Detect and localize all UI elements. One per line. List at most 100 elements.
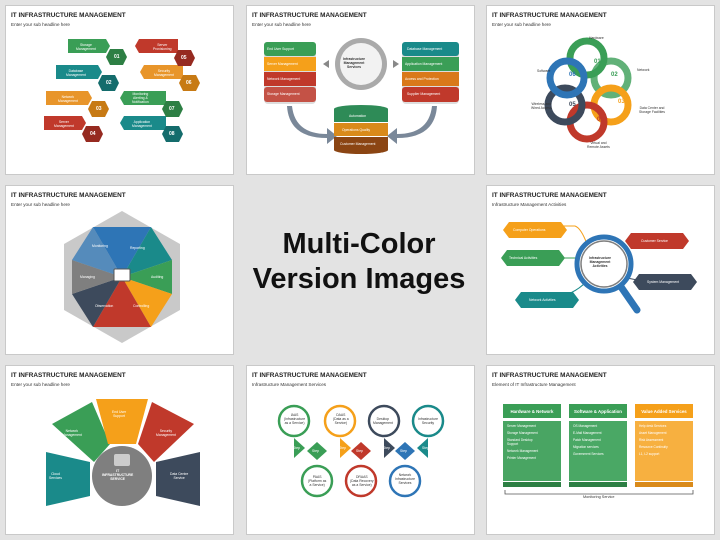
center-label: IT INFRASTRUCTURE SERVICE bbox=[102, 469, 134, 482]
step-label: Step bbox=[400, 449, 407, 453]
slide-5[interactable]: IT INFRASTRUCTURE MANAGEMENT Infrastruct… bbox=[486, 185, 715, 355]
item-num: 02 bbox=[106, 80, 112, 86]
slide-subtitle: Enter your sub headline here bbox=[11, 202, 70, 207]
steps-graphic bbox=[277, 404, 445, 498]
activity-item: Technical Activities bbox=[509, 256, 538, 260]
top-step: Infrastructure Security bbox=[418, 417, 438, 426]
ring-num: 02 bbox=[611, 72, 618, 78]
ring-label: Data Center and Storage Facilities bbox=[639, 106, 666, 115]
item-num: 04 bbox=[90, 131, 96, 137]
slide-title: IT INFRASTRUCTURE MANAGEMENT bbox=[11, 192, 126, 199]
ring-label: Software bbox=[537, 69, 551, 73]
column-item: Migration services bbox=[573, 445, 599, 449]
column-item: Printer Management bbox=[507, 456, 536, 460]
column-item: Standard Desktop Support bbox=[507, 438, 533, 446]
ring-num: 05 bbox=[569, 102, 576, 108]
column-body: Server Management Storage Management Sta… bbox=[503, 421, 561, 481]
item-num: 01 bbox=[114, 54, 120, 60]
column-item: L1, L2 support bbox=[639, 452, 660, 456]
item-label: Server Provisioning bbox=[153, 43, 172, 52]
bottom-step: DRAAS (Data Recovery as a Service) bbox=[350, 475, 374, 488]
left-item: Server Management bbox=[267, 62, 298, 66]
segment-label: Auditing bbox=[151, 275, 164, 279]
column-body: Help desk Services Asset Management Risk… bbox=[635, 421, 693, 481]
right-item: Access and Protection bbox=[405, 77, 439, 81]
slide-3[interactable]: IT INFRASTRUCTURE MANAGEMENT Enter your … bbox=[486, 5, 715, 175]
center-heading-line1: Multi-Color bbox=[282, 228, 436, 260]
center-label: Infrastructure Management Services bbox=[343, 57, 366, 70]
service-item: Data Centre Service bbox=[170, 472, 189, 481]
slide-1[interactable]: IT INFRASTRUCTURE MANAGEMENT Enter your … bbox=[5, 5, 234, 175]
slide-8[interactable]: IT INFRASTRUCTURE MANAGEMENT Element of … bbox=[486, 365, 715, 535]
column-header: Software & Application bbox=[569, 404, 627, 418]
item-num: 08 bbox=[169, 131, 175, 137]
column-item: E-Mail Management bbox=[573, 431, 602, 435]
column-item: Server Management bbox=[507, 424, 536, 428]
slide-6[interactable]: IT INFRASTRUCTURE MANAGEMENT Enter your … bbox=[5, 365, 234, 535]
slide-7[interactable]: IT INFRASTRUCTURE MANAGEMENT Infrastruct… bbox=[246, 365, 475, 535]
top-step: DAAS (Data as a Service) bbox=[333, 413, 349, 426]
step-label: Step bbox=[422, 446, 429, 450]
center-heading-line2: Version Images bbox=[252, 262, 466, 295]
slide-subtitle: Element of IT Infrastructure Management bbox=[492, 382, 576, 387]
left-item: Network Management bbox=[267, 77, 301, 81]
segment-label: Controlling bbox=[133, 304, 150, 308]
item-label: Application Management bbox=[132, 120, 152, 129]
item-label: Database Management bbox=[66, 69, 86, 78]
column-item: Patch Management bbox=[573, 438, 601, 442]
bottom-item: Operations Quality bbox=[342, 128, 371, 132]
item-label: Security Management bbox=[154, 69, 174, 78]
activity-item: System Management bbox=[647, 280, 680, 284]
center-label: Infrastructure Management Activities bbox=[589, 256, 612, 269]
item-num: 07 bbox=[169, 106, 175, 112]
column-item: Asset Management bbox=[639, 431, 667, 435]
magnifier-graphic bbox=[501, 222, 697, 314]
top-step: IAAS (Infrastructure as a Service) bbox=[284, 413, 306, 426]
segment-label: Observation bbox=[95, 304, 114, 308]
item-num: 05 bbox=[181, 55, 187, 61]
service-item: Network Management bbox=[62, 429, 82, 438]
column-item: OS Management bbox=[573, 424, 598, 428]
center-heading: Multi-Color Version Images bbox=[248, 227, 470, 297]
column-item: Resource Continuity bbox=[639, 445, 668, 449]
ring-label: Wireless and Wired Access bbox=[531, 102, 552, 111]
ring-num: 03 bbox=[618, 99, 625, 105]
column-body: OS Management E-Mail Management Patch Ma… bbox=[569, 421, 627, 481]
segment-label: Reporting bbox=[130, 246, 145, 250]
step-label: Step bbox=[339, 446, 346, 450]
ring-num: 04 bbox=[597, 117, 604, 123]
item-label: Storage Management bbox=[76, 43, 96, 52]
services-graphic bbox=[264, 38, 459, 154]
ring-label: Virtual and Remote Assets bbox=[587, 141, 610, 150]
slide-title: IT INFRASTRUCTURE MANAGEMENT bbox=[492, 372, 607, 379]
slide-4[interactable]: IT INFRASTRUCTURE MANAGEMENT Enter your … bbox=[5, 185, 234, 355]
activity-item: Customer Service bbox=[641, 239, 668, 243]
item-num: 03 bbox=[96, 106, 102, 112]
item-label: Monitoring Alerting & Notification bbox=[132, 92, 149, 105]
slide-title: IT INFRASTRUCTURE MANAGEMENT bbox=[11, 372, 126, 379]
left-item: End User Support bbox=[267, 47, 294, 51]
bottom-step: Network Infrastructure Services bbox=[395, 473, 415, 486]
top-step: Desktop Management bbox=[373, 417, 393, 426]
ring-label: Network bbox=[637, 68, 650, 72]
slide-title: IT INFRASTRUCTURE MANAGEMENT bbox=[11, 12, 126, 19]
service-item: End User Support bbox=[112, 410, 127, 419]
arrow-items-graphic bbox=[44, 39, 200, 142]
slide-title: IT INFRASTRUCTURE MANAGEMENT bbox=[492, 12, 607, 19]
column-item: Risk Assessment bbox=[639, 438, 664, 442]
ring-graphic bbox=[544, 37, 632, 143]
service-item: Security Management bbox=[156, 429, 176, 438]
step-label: Step bbox=[293, 446, 300, 450]
step-label: Step bbox=[356, 449, 363, 453]
slide-subtitle: Enter your sub headline here bbox=[11, 382, 70, 387]
step-label: Step bbox=[312, 449, 319, 453]
hexagon-graphic bbox=[64, 211, 180, 343]
service-item: Cloud Services bbox=[49, 472, 63, 481]
bottom-step: PAAS (Platform as a Service) bbox=[308, 475, 327, 488]
slide-subtitle: Enter your sub headline here bbox=[11, 22, 70, 27]
step-label: Step bbox=[383, 446, 390, 450]
slide-2[interactable]: IT INFRASTRUCTURE MANAGEMENT Enter your … bbox=[246, 5, 475, 175]
right-item: Database Management bbox=[407, 47, 443, 51]
column-header: Value Added Services bbox=[635, 404, 693, 418]
column-item: Network Management bbox=[507, 449, 539, 453]
